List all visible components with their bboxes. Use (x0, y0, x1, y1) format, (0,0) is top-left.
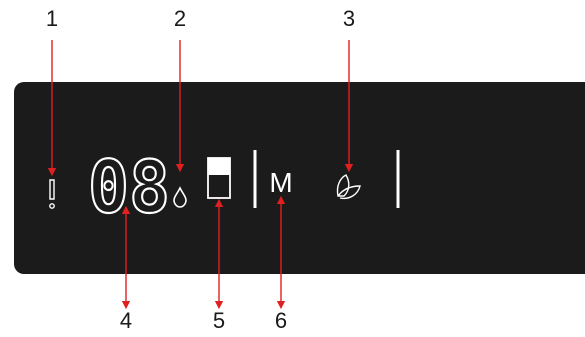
callout-label-1: 1 (45, 6, 59, 31)
water-drop-icon (173, 186, 187, 208)
callout-label-4: 4 (119, 308, 133, 333)
eco-leaf-icon (336, 174, 361, 200)
warning-icon (49, 179, 55, 209)
callout-label-3: 3 (342, 6, 356, 31)
callout-label-2: 2 (173, 6, 187, 31)
callout-arrows (47, 40, 354, 310)
callout-label-5: 5 (212, 308, 226, 333)
display-panel (14, 82, 585, 274)
mode-letter: M (269, 167, 292, 198)
callout-label-6: 6 (274, 308, 288, 333)
temperature-digits: 08 (88, 145, 170, 229)
level-bar-icon (207, 157, 231, 199)
